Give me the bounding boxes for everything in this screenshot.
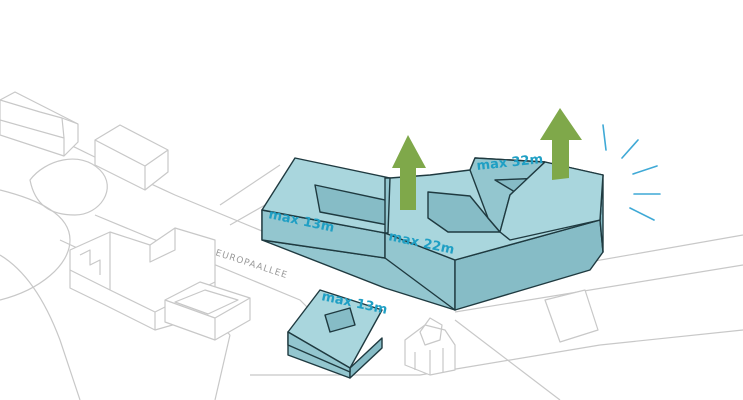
height-label-tower: max 32m: [476, 152, 544, 174]
highlight-rays: [602, 124, 661, 221]
height-arrow-middle: [392, 135, 426, 210]
height-arrow-tower: [540, 108, 582, 180]
street-label: EUROPAALLEE: [214, 248, 289, 281]
context-buildings: [0, 91, 599, 376]
main-building: [261, 157, 604, 311]
small-building: [287, 289, 383, 379]
